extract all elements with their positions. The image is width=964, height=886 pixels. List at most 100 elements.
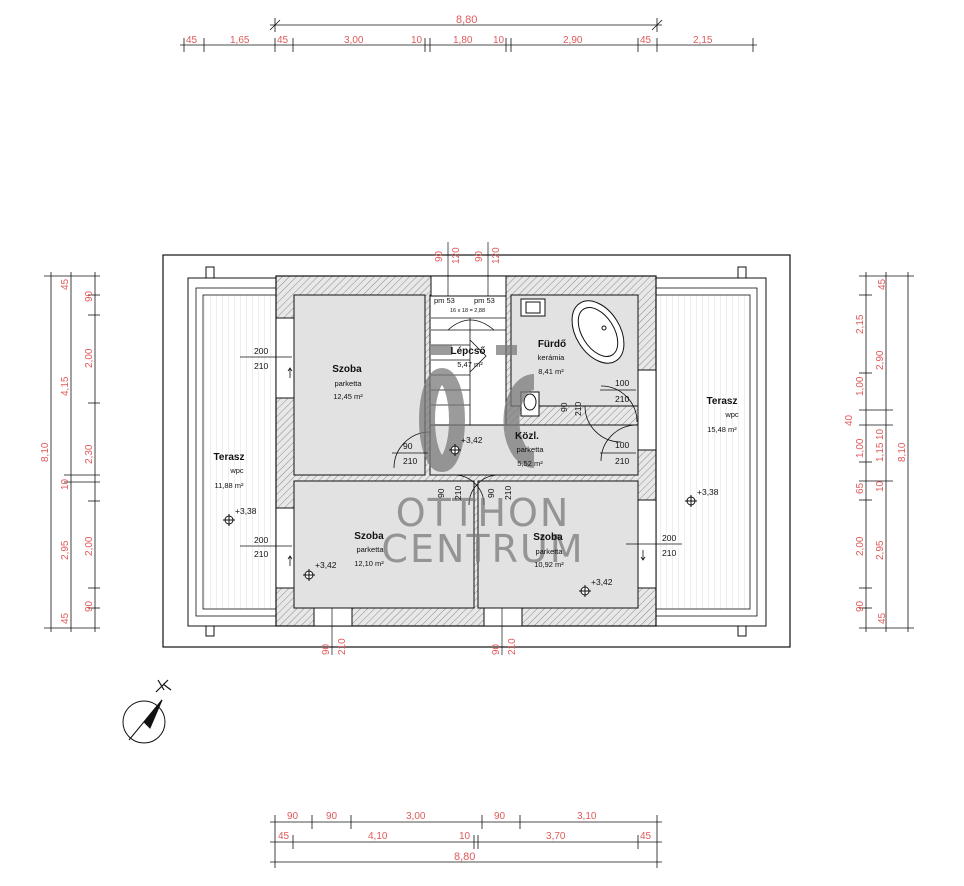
dim-right-inner-6: 65: [855, 482, 866, 494]
dim-top-9: 45: [640, 35, 652, 46]
dim-bottom-r2-1: 45: [278, 831, 290, 842]
dim-right-mid-3: 1,15: [875, 442, 886, 462]
dim-right-outer: 8,10: [897, 442, 908, 462]
terrace-left-name: Terasz: [214, 452, 245, 463]
door-room2-height: 210: [453, 486, 463, 500]
dim-right-mid-1: 2,90: [875, 350, 886, 370]
door-room3-height: 210: [503, 486, 513, 500]
dim-left-inner-7: 45: [60, 612, 71, 624]
level-marker-icon: [303, 569, 315, 581]
arrow-up-icon: [287, 555, 293, 566]
stair-name: Lépcső: [450, 346, 485, 357]
watermark: OTTHON CENTRUM: [381, 345, 584, 571]
dim-left-mid-3: 2,95: [60, 540, 71, 560]
window-right-width: 200: [662, 533, 676, 543]
stair-labels: pm 53 pm 53 16 x 18 = 2,88: [434, 296, 495, 314]
left-dimension-labels: 8,10 4,15 10 2,95 45 90 2,00 2,30 2,00 9…: [40, 278, 95, 624]
stair-label-1: pm 53: [434, 296, 455, 305]
dim-top-total: 8,80: [456, 14, 477, 26]
bath-fixtures: [520, 298, 625, 417]
right-dimension-chain: [859, 272, 914, 632]
dim-top-3: 45: [277, 35, 289, 46]
dim-left-inner-5: 2,00: [84, 536, 95, 556]
dim-bottom-total: 8,80: [454, 851, 475, 863]
toilet-icon: [520, 391, 540, 417]
top-dimension-labels: 8,80 45 1,65 45 3,00 10 1,80 10 2,90 45 …: [186, 14, 713, 46]
dim-left-inner-2: 90: [84, 290, 95, 302]
dim-right-inner-8: 90: [855, 600, 866, 612]
hall-area: 5,52 m²: [517, 459, 543, 468]
door-labels: 200 210 200 210 200 210 90 210 100 210 1…: [240, 346, 682, 566]
door-bath-v-width: 90: [559, 402, 569, 412]
dim-right-inner-9: 45: [877, 612, 888, 624]
door-hall-left-width: 90: [403, 441, 413, 451]
dim-bottom-r1-4: 90: [494, 811, 506, 822]
level-markers: [223, 444, 697, 597]
dim-bottom-r1-5: 3,10: [577, 811, 597, 822]
terrace-right-name: Terasz: [707, 396, 738, 407]
stair-label-3: 16 x 18 = 2,88: [450, 308, 485, 314]
watermark-line2: CENTRUM: [381, 527, 584, 571]
window-left-bottom-height: 210: [254, 549, 268, 559]
dim-bottom-r1-2: 90: [326, 811, 338, 822]
dim-right-mid-2: 40: [844, 414, 855, 426]
level-terrace-right: +3,38: [697, 487, 719, 497]
dim-top-8: 2,90: [563, 35, 583, 46]
top-dimension-chain: [180, 18, 757, 52]
bottom-dimension-chain: [270, 815, 662, 868]
dim-top-1: 45: [186, 35, 198, 46]
window-left-top-height: 210: [254, 361, 268, 371]
level-terrace-left: +3,38: [235, 506, 257, 516]
dim-left-inner-4: 2,30: [84, 444, 95, 464]
terrace-left: [195, 287, 277, 617]
room3-name: Szoba: [533, 532, 563, 543]
hall-floor: [429, 424, 639, 476]
watermark-line1: OTTHON: [396, 491, 571, 535]
dim-left-mid-1: 4,15: [60, 376, 71, 396]
dim-top-2: 1,65: [230, 35, 250, 46]
opening-dims: 90 120 90 120 90 210 90 210: [321, 242, 518, 655]
opening-bottom-2a: 90: [491, 643, 502, 655]
door-room2-width: 90: [436, 488, 446, 498]
dim-left-inner-1: 45: [60, 278, 71, 290]
level-room3: +3,42: [591, 577, 613, 587]
window-left-top-width: 200: [254, 346, 268, 356]
level-hall: +3,42: [461, 435, 483, 445]
level-marker-icon: [449, 444, 461, 456]
terrace-right-area: 15,48 m²: [707, 425, 737, 434]
room1-name: Szoba: [332, 364, 362, 375]
dim-bottom-r2-3: 10: [459, 831, 471, 842]
room3-floor: [477, 480, 639, 609]
dim-bottom-r2-5: 45: [640, 831, 652, 842]
right-dimension-labels: 45 2,15 1,00 10 1,00 65 2,00 90 45 2,90 …: [844, 278, 908, 624]
dim-top-4: 3,00: [344, 35, 364, 46]
dim-bottom-r2-4: 3,70: [546, 831, 566, 842]
level-marker-icon: [223, 514, 235, 526]
arrow-up-icon: [287, 367, 293, 378]
dim-right-mid-4: 10: [875, 480, 886, 492]
room3-area: 10,92 m²: [534, 560, 564, 569]
opening-bottom-2b: 210: [507, 638, 518, 655]
level-room2: +3,42: [315, 560, 337, 570]
terrace-left-floor: wpc: [229, 466, 244, 475]
dim-left-inner-3: 2,00: [84, 348, 95, 368]
stair-label-2: pm 53: [474, 296, 495, 305]
dim-right-inner-7: 2,00: [855, 536, 866, 556]
door-bath-1-width: 100: [615, 378, 629, 388]
terrace-right-floor: wpc: [724, 410, 739, 419]
level-marker-icon: [579, 585, 591, 597]
level-marker-icon: [685, 495, 697, 507]
dim-right-inner-5: 1,00: [855, 438, 866, 458]
level-labels: +3,38 +3,42 +3,42 +3,42 +3,38: [235, 435, 719, 587]
room-labels: Terasz wpc 11,88 m² Szoba parketta 12,45…: [214, 339, 739, 569]
terrace-left-area: 11,88 m²: [214, 481, 244, 490]
opening-top-1a: 90: [434, 250, 445, 262]
dim-bottom-r2-2: 4,10: [368, 831, 388, 842]
bath-floor-type: kerámia: [538, 353, 566, 362]
dim-bottom-r1-1: 90: [287, 811, 299, 822]
window-right-height: 210: [662, 548, 676, 558]
stair-area: 5,47 m²: [457, 360, 483, 369]
bath-name: Fürdő: [538, 339, 566, 350]
dim-left-inner-6: 90: [84, 600, 95, 612]
terrace-right: [655, 287, 758, 617]
